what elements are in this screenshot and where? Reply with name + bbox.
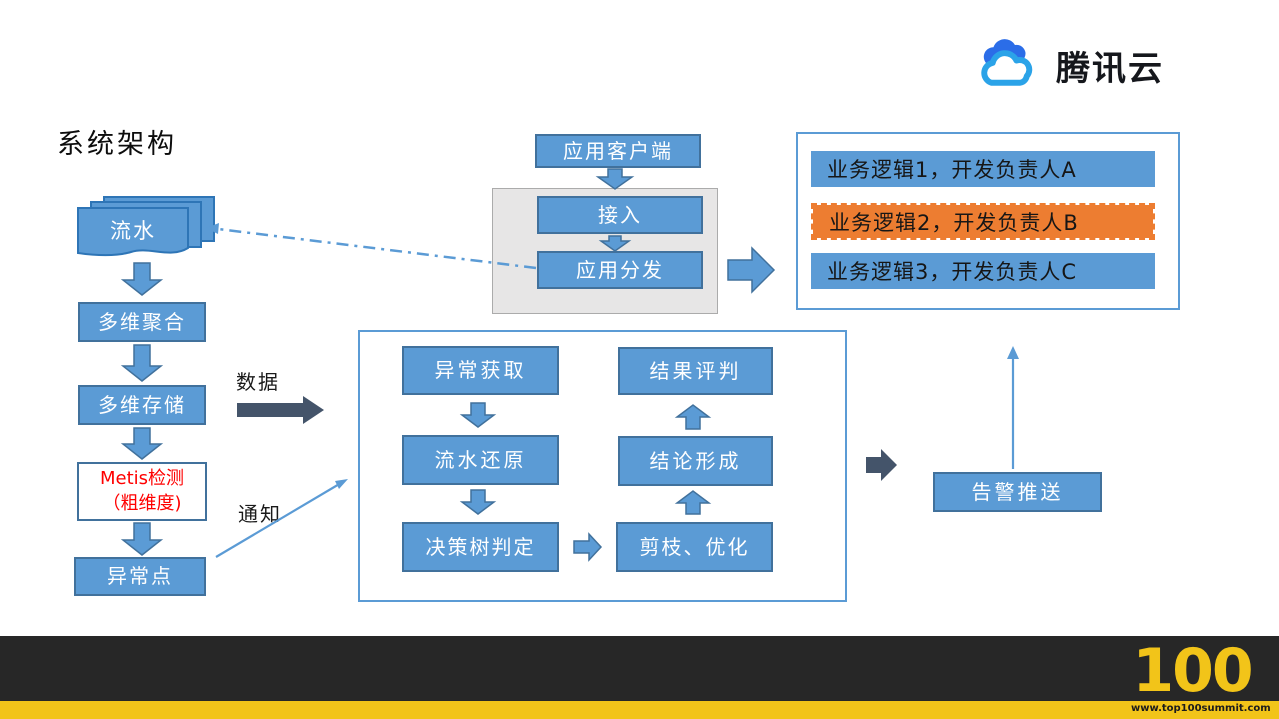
arrow-logs-to-agg — [120, 262, 164, 296]
arrow-ingress-to-business — [727, 246, 776, 294]
arrow-metis-to-anomaly — [120, 522, 164, 556]
node-flow-restore: 流水还原 — [402, 435, 559, 485]
tencent-cloud-icon — [981, 39, 1033, 86]
node-multidim-storage: 多维存储 — [78, 385, 206, 425]
footer-url: www.top100summit.com — [1131, 703, 1271, 714]
flow-log-documents: 流水 — [77, 196, 215, 257]
flow-log-label: 流水 — [110, 219, 156, 243]
business-logic-2-highlighted: 业务逻辑2，开发负责人B — [811, 203, 1155, 240]
edge-label-data: 数据 — [236, 370, 280, 394]
brand-name: 腾讯云 — [1056, 48, 1164, 89]
arrow-pipeline-to-alert — [866, 449, 897, 481]
footer-bar — [0, 636, 1279, 701]
node-metis-detect: Metis检测 （粗维度) — [77, 462, 207, 521]
node-alert-push: 告警推送 — [933, 472, 1102, 512]
arrow-storage-to-metis — [120, 427, 164, 460]
node-prune-optimize: 剪枝、优化 — [616, 522, 773, 572]
top100-logo: 100 — [1132, 636, 1253, 706]
node-app-client: 应用客户端 — [535, 134, 701, 168]
footer-strip — [0, 701, 1279, 719]
arrow-data — [237, 396, 324, 424]
arrowhead-alert-to-business — [1007, 346, 1019, 359]
business-logic-3: 业务逻辑3，开发负责人C — [811, 253, 1155, 289]
node-result-judge: 结果评判 — [618, 347, 773, 395]
tencent-cloud-logo: 腾讯云 — [972, 38, 1164, 92]
arrowhead-notify — [335, 479, 348, 489]
node-app-dispatch: 应用分发 — [537, 251, 703, 289]
page-title: 系统架构 — [57, 129, 177, 160]
node-anomaly-fetch: 异常获取 — [402, 346, 559, 395]
node-decision-tree: 决策树判定 — [402, 522, 559, 572]
node-access: 接入 — [537, 196, 703, 234]
arrow-client-to-access — [595, 168, 635, 190]
edge-label-notify: 通知 — [238, 502, 282, 526]
business-logic-1: 业务逻辑1，开发负责人A — [811, 151, 1155, 187]
arrow-dispatch-to-logs — [217, 227, 537, 270]
node-multidim-aggregation: 多维聚合 — [78, 302, 206, 342]
arrow-agg-to-storage — [120, 344, 164, 382]
node-conclusion-form: 结论形成 — [618, 436, 773, 486]
node-anomaly-point: 异常点 — [74, 557, 206, 596]
